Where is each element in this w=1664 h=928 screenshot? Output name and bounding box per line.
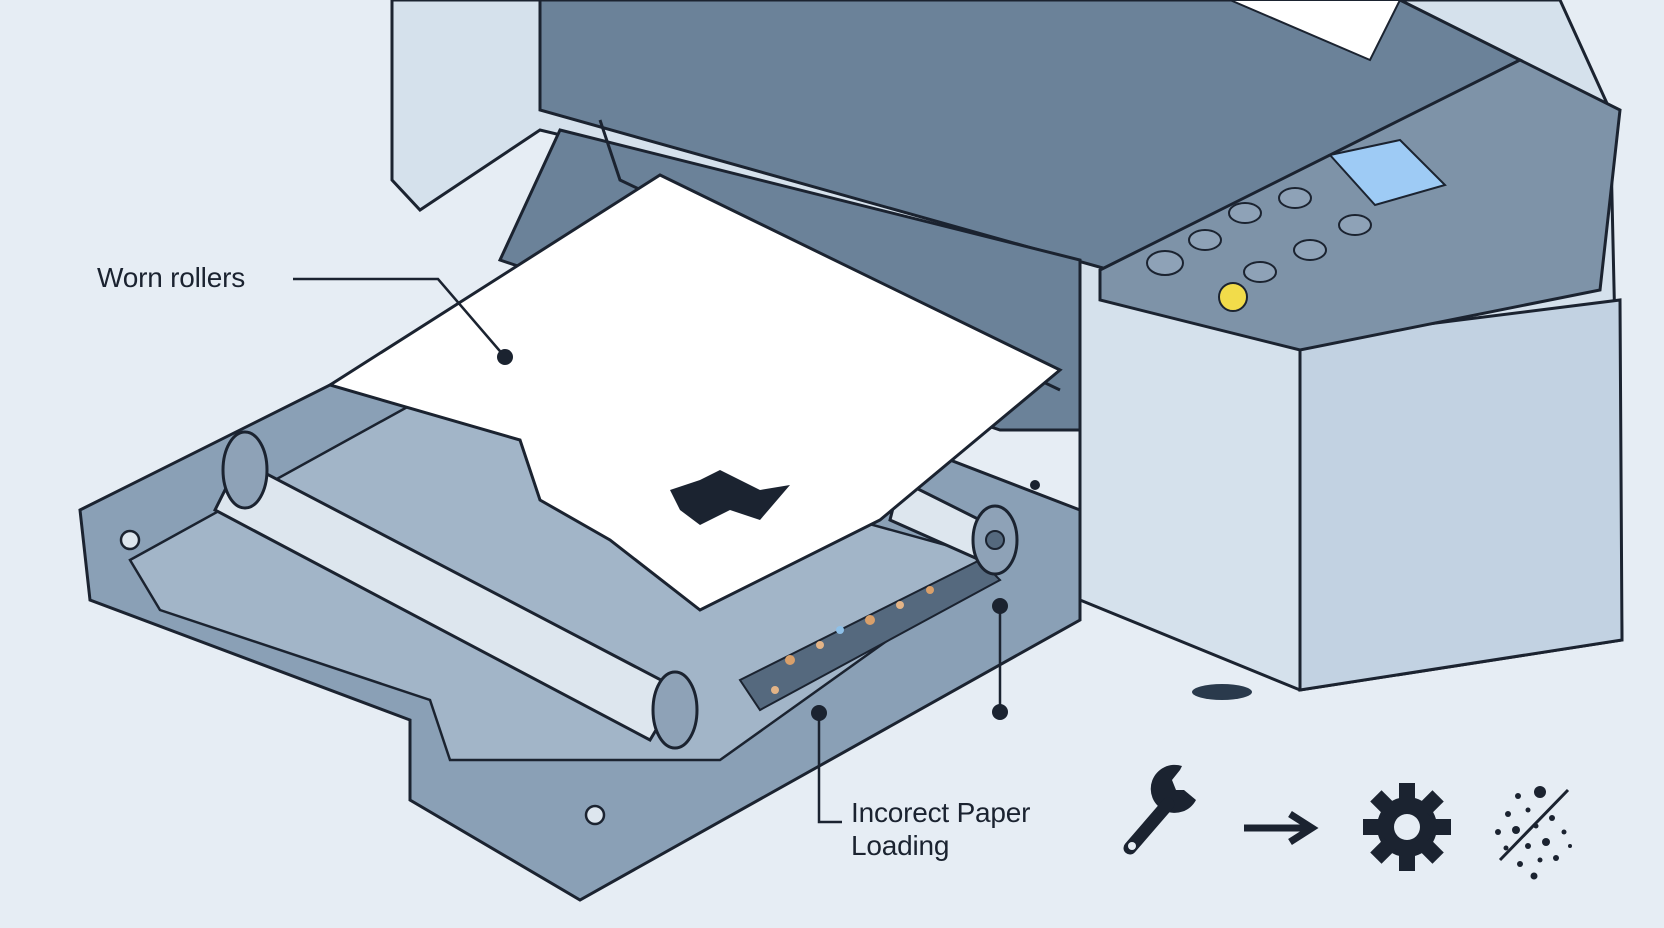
wrench-icon [1123, 764, 1196, 855]
button-7 [1146, 250, 1184, 276]
dust-particles-icon [1495, 786, 1572, 880]
callout-line-incorrect-loading [817, 713, 842, 824]
front-roller [213, 457, 683, 742]
jammed-paper [326, 173, 1063, 612]
button-6 [1338, 214, 1372, 236]
callout-dot-worn-rollers [497, 349, 513, 365]
debris-channel [738, 558, 1002, 712]
lcd-display [1328, 138, 1447, 207]
output-paper [1229, 0, 1402, 62]
button-4 [1243, 261, 1277, 283]
power-button [1218, 282, 1248, 312]
arrow-right-icon [1244, 811, 1319, 845]
label-worn-rollers: Worn rollers [97, 262, 246, 293]
paper-tear [670, 470, 790, 525]
printer-front-face [1298, 298, 1624, 692]
button-5 [1293, 239, 1327, 261]
callout-dot-incorrect-loading [811, 705, 827, 721]
control-panel [1098, 58, 1622, 352]
button-1 [1228, 202, 1262, 224]
callout-line-worn-rollers [293, 277, 506, 358]
callout-dot-debris-bottom [992, 704, 1008, 720]
label-incorrect-paper-loading: Incorect Paper Loading [851, 797, 1031, 861]
gear-icon [1363, 783, 1451, 871]
button-3 [1188, 229, 1222, 251]
callout-dot-debris-top [992, 598, 1008, 614]
button-2 [1278, 187, 1312, 209]
